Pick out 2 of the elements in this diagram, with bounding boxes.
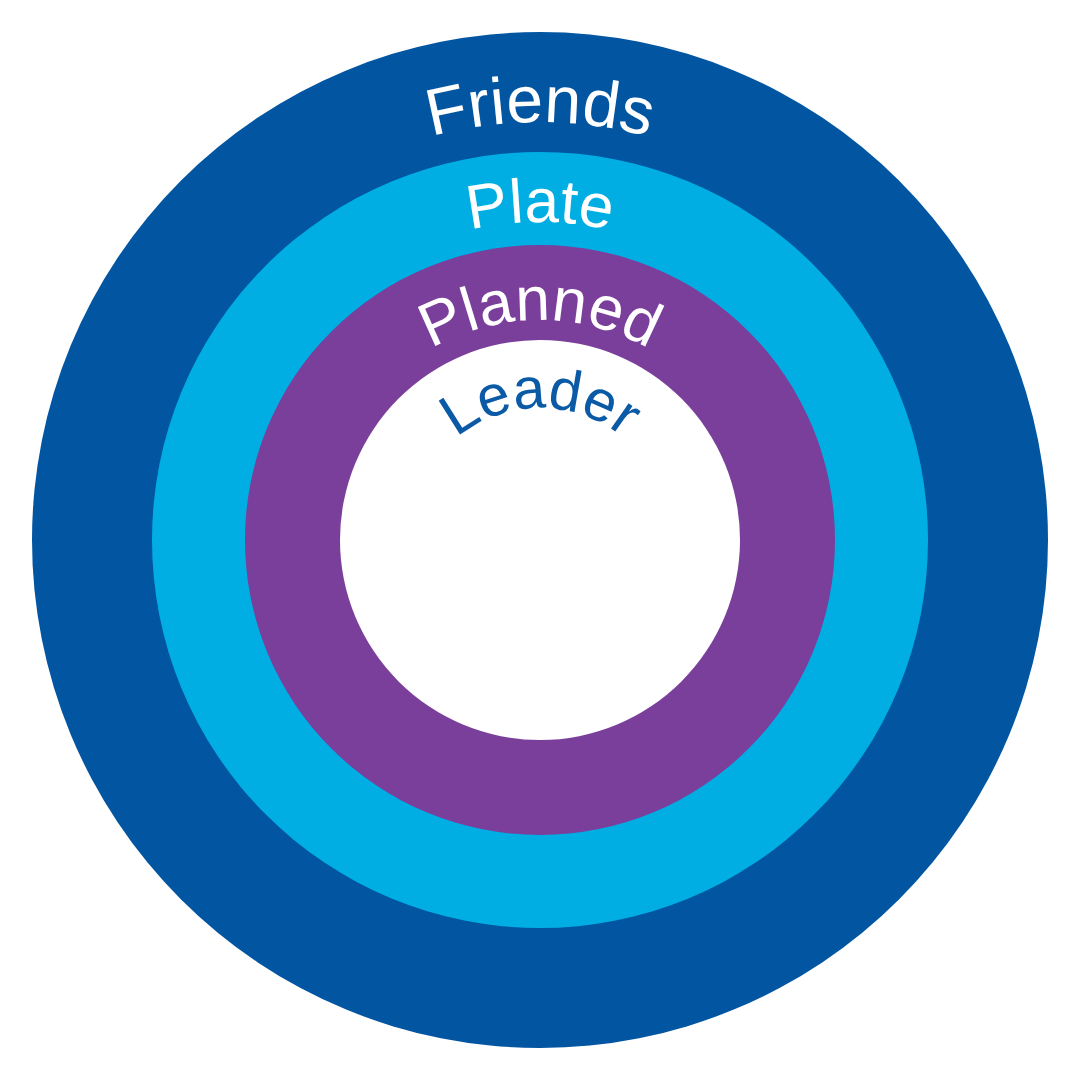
ring-label: Friends	[418, 61, 663, 150]
ring-label: Plate	[461, 166, 620, 243]
